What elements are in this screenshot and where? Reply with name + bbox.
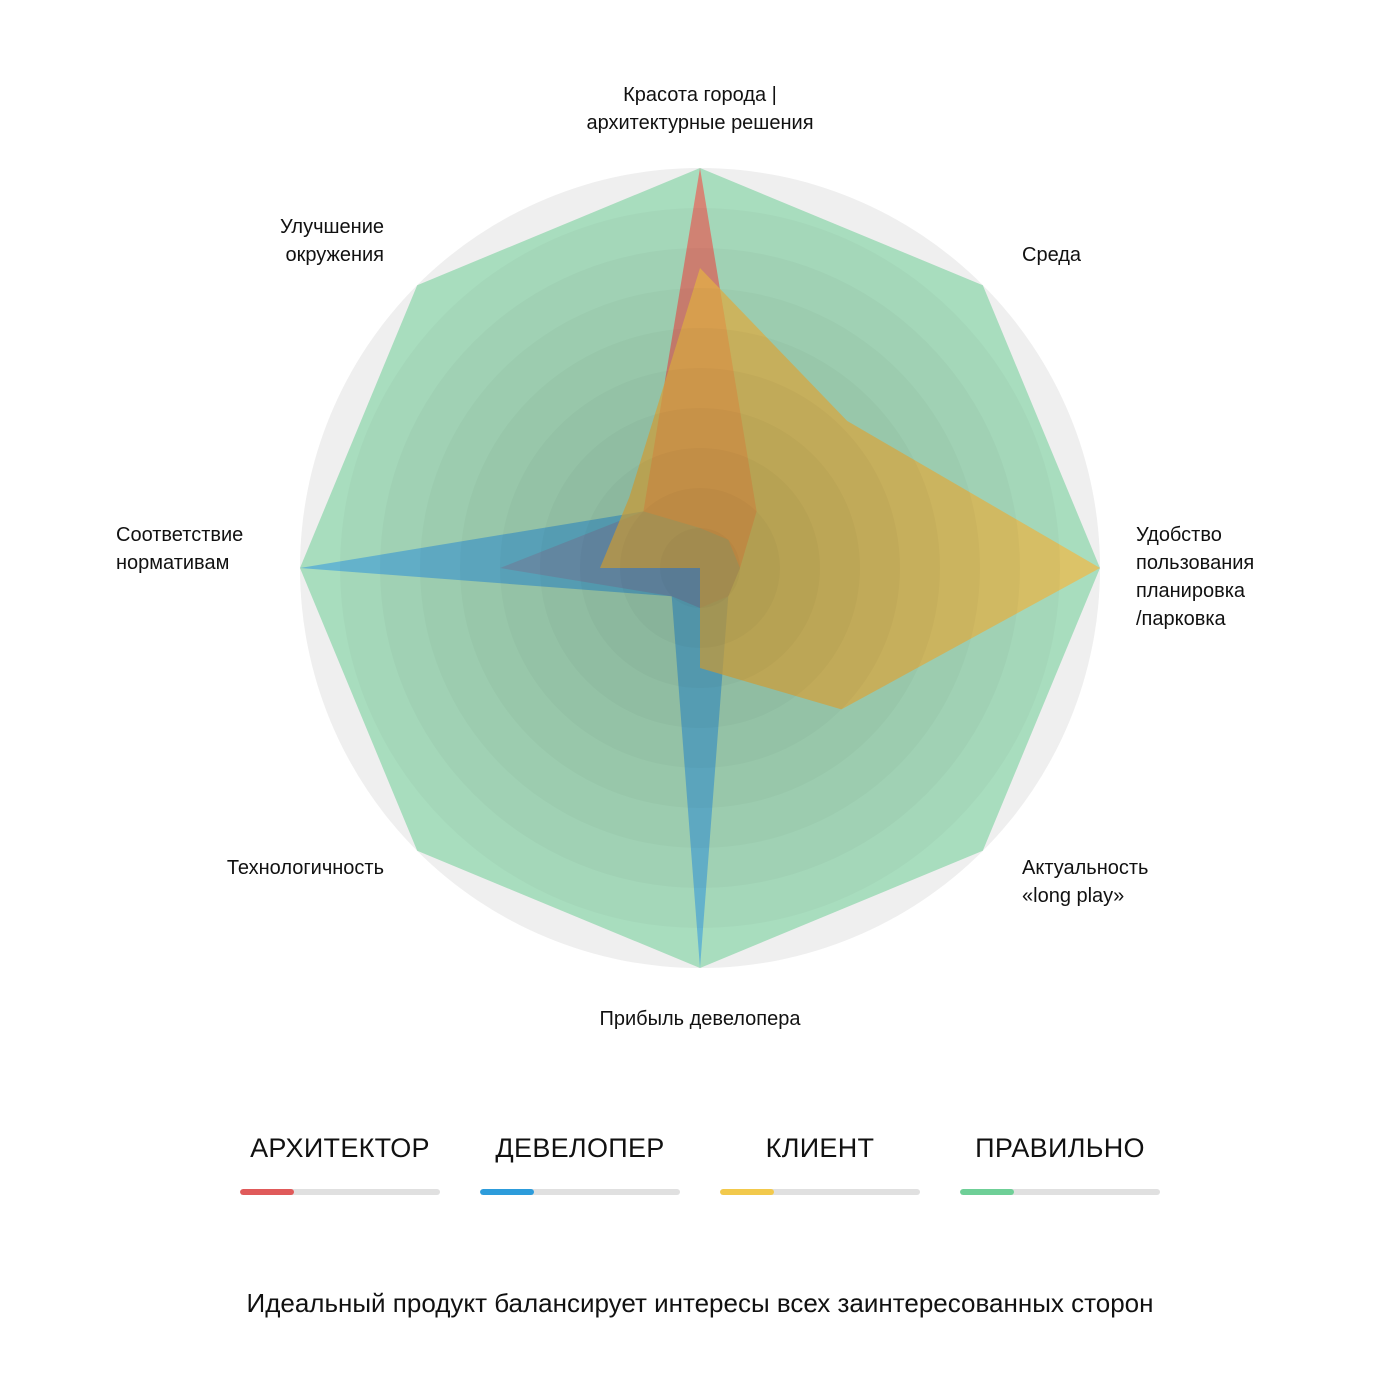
legend-bar-track xyxy=(480,1189,680,1195)
axis-label-compliance: Соответствие нормативам xyxy=(116,524,244,574)
axis-label-developer-profit: Прибыль девелопера xyxy=(599,1008,801,1030)
axis-label-technology: Технологичность xyxy=(226,857,384,879)
legend-label: ДЕВЕЛОПЕР xyxy=(495,1133,665,1163)
legend-bar-fill xyxy=(720,1189,774,1195)
axis-label-surroundings: Улучшение окружения xyxy=(280,216,384,266)
legend-bar-track xyxy=(960,1189,1160,1195)
axis-label-beauty: Красота города | архитектурные решения xyxy=(586,84,814,134)
legend-bar-fill xyxy=(240,1189,294,1195)
legend-label: КЛИЕНТ xyxy=(765,1133,875,1163)
legend: АРХИТЕКТОР ДЕВЕЛОПЕР КЛИЕНТ ПРАВИЛЬНО xyxy=(0,1130,1400,1210)
series-3-area xyxy=(600,268,1100,710)
legend-label: АРХИТЕКТОР xyxy=(250,1133,430,1163)
legend-item-architect: АРХИТЕКТОР xyxy=(240,1130,440,1195)
caption: Идеальный продукт балансирует интересы в… xyxy=(246,1288,1154,1318)
legend-bar-track xyxy=(240,1189,440,1195)
legend-label: ПРАВИЛЬНО xyxy=(975,1133,1145,1163)
legend-bar-track xyxy=(720,1189,920,1195)
legend-item-developer: ДЕВЕЛОПЕР xyxy=(480,1130,680,1195)
legend-bar-fill xyxy=(960,1189,1014,1195)
legend-item-client: КЛИЕНТ xyxy=(720,1130,920,1195)
legend-item-correct: ПРАВИЛЬНО xyxy=(960,1130,1160,1195)
radar-ring xyxy=(340,208,1060,928)
axis-label-usability: Удобство пользования планировка /парковк… xyxy=(1136,524,1255,630)
axis-label-environment: Среда xyxy=(1022,244,1082,266)
legend-bar-fill xyxy=(480,1189,534,1195)
axis-label-relevance: Актуальность «long play» xyxy=(1022,857,1149,907)
